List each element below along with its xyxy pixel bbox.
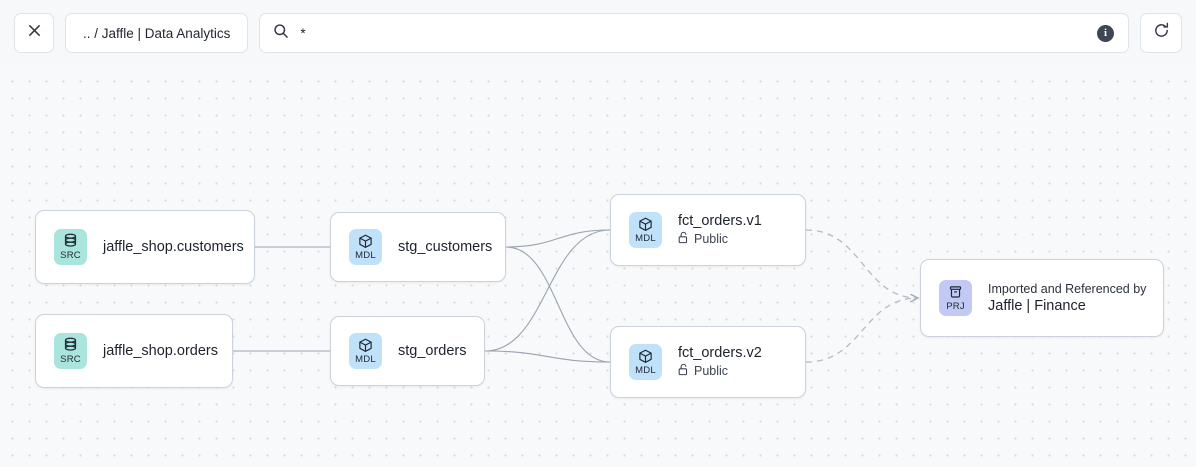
graph-node-fct-orders-v1[interactable]: MDL fct_orders.v1 Public	[610, 194, 806, 266]
cube-icon	[358, 234, 373, 249]
node-text: jaffle_shop.customers	[103, 239, 244, 255]
prj-badge: PRJ	[939, 280, 972, 316]
info-icon[interactable]: i	[1097, 24, 1114, 42]
node-visibility: Public	[678, 363, 762, 379]
src-badge: SRC	[54, 229, 87, 265]
graph-node-jaffle-shop-customers[interactable]: SRC jaffle_shop.customers	[35, 210, 255, 284]
graph-node-stg-orders[interactable]: MDL stg_orders	[330, 316, 485, 386]
search-icon	[273, 23, 289, 44]
mdl-badge-label: MDL	[355, 353, 376, 365]
mdl-badge-label: MDL	[355, 249, 376, 261]
archive-icon	[948, 285, 963, 300]
node-text: stg_orders	[398, 343, 467, 359]
node-caption: Imported and Referenced by	[988, 282, 1147, 296]
node-text: fct_orders.v2 Public	[678, 345, 762, 379]
breadcrumb[interactable]: .. / Jaffle | Data Analytics	[65, 13, 249, 53]
src-badge: SRC	[54, 333, 87, 369]
node-title: Jaffle | Finance	[988, 298, 1086, 314]
cube-icon	[638, 349, 653, 364]
cube-icon	[638, 217, 653, 232]
cube-icon	[358, 338, 373, 353]
src-badge-label: SRC	[60, 354, 81, 365]
node-title: stg_orders	[398, 343, 467, 359]
graph-node-stg-customers[interactable]: MDL stg_customers	[330, 212, 506, 282]
mdl-badge: MDL	[349, 229, 382, 265]
search-bar[interactable]: i	[259, 13, 1129, 53]
mdl-badge: MDL	[629, 344, 662, 380]
refresh-icon	[1153, 22, 1170, 44]
close-button[interactable]	[14, 13, 54, 53]
unlock-icon	[678, 363, 689, 379]
search-input[interactable]	[300, 25, 1086, 41]
mdl-badge: MDL	[629, 212, 662, 248]
node-title: jaffle_shop.customers	[103, 239, 244, 255]
node-title: stg_customers	[398, 239, 493, 255]
node-text: Imported and Referenced by Jaffle | Fina…	[988, 282, 1147, 314]
node-title: fct_orders.v1	[678, 213, 762, 229]
node-title: jaffle_shop.orders	[103, 343, 219, 359]
database-icon	[63, 233, 78, 249]
node-text: jaffle_shop.orders	[103, 343, 219, 359]
close-icon	[27, 23, 42, 43]
top-toolbar: .. / Jaffle | Data Analytics i	[0, 0, 1196, 66]
refresh-button[interactable]	[1140, 13, 1182, 53]
database-icon	[63, 337, 78, 353]
node-visibility: Public	[678, 231, 762, 247]
graph-node-jaffle-shop-orders[interactable]: SRC jaffle_shop.orders	[35, 314, 233, 388]
mdl-badge: MDL	[349, 333, 382, 369]
node-text: stg_customers	[398, 239, 493, 255]
node-title: fct_orders.v2	[678, 345, 762, 361]
node-text: fct_orders.v1 Public	[678, 213, 762, 247]
mdl-badge-label: MDL	[635, 364, 656, 376]
src-badge-label: SRC	[60, 250, 81, 261]
node-visibility-label: Public	[694, 364, 729, 378]
unlock-icon	[678, 231, 689, 247]
graph-node-fct-orders-v2[interactable]: MDL fct_orders.v2 Public	[610, 326, 806, 398]
mdl-badge-label: MDL	[635, 232, 656, 244]
node-visibility-label: Public	[694, 232, 729, 246]
prj-badge-label: PRJ	[946, 300, 965, 312]
graph-node-jaffle-finance-project[interactable]: PRJ Imported and Referenced by Jaffle | …	[920, 259, 1164, 337]
